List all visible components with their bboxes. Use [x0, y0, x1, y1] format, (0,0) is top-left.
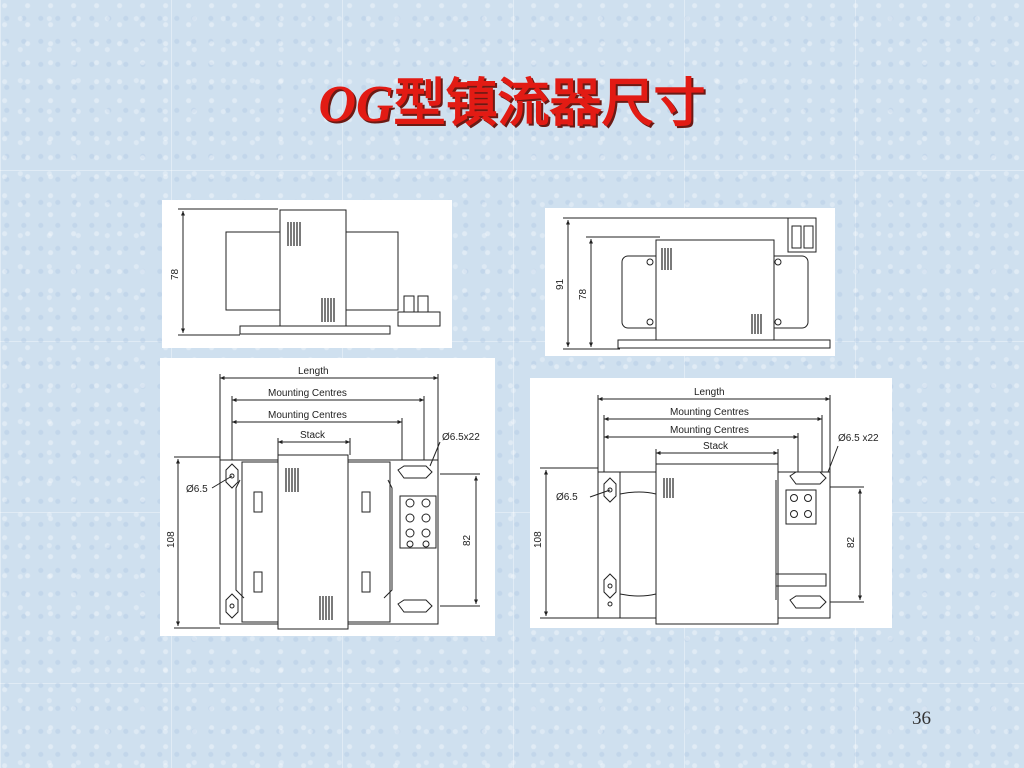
right-side-height-body-label: 78 — [578, 288, 589, 300]
right-stack-label: Stack — [703, 441, 729, 452]
page-number: 36 — [912, 708, 931, 729]
left-slot-label: Ø6.5x22 — [442, 432, 480, 443]
left-side-height-label: 78 — [170, 268, 181, 280]
right-side-view — [563, 217, 831, 350]
left-plan-centres-label: 82 — [462, 534, 473, 546]
left-plan-height-label: 108 — [166, 531, 177, 548]
title-model: OG — [318, 76, 394, 133]
right-mounting-centres-label-2: Mounting Centres — [670, 425, 749, 436]
right-plan-height-label: 108 — [533, 531, 544, 548]
left-side-view — [178, 208, 441, 336]
right-hole-label: Ø6.5 — [556, 492, 578, 503]
slide-title: OG型镇流器尺寸 — [0, 78, 1024, 131]
left-mounting-centres-label-1: Mounting Centres — [268, 388, 347, 399]
right-slot-label: Ø6.5 x22 — [838, 433, 879, 444]
left-plan-view — [174, 374, 480, 630]
left-mounting-centres-label-2: Mounting Centres — [268, 410, 347, 421]
right-mounting-centres-label-1: Mounting Centres — [670, 407, 749, 418]
right-length-label: Length — [694, 387, 725, 398]
left-hole-label: Ø6.5 — [186, 484, 208, 495]
right-plan-view — [540, 395, 864, 625]
left-length-label: Length — [298, 366, 329, 377]
right-plan-centres-label: 82 — [846, 536, 857, 548]
right-side-height-total-label: 91 — [555, 278, 566, 290]
title-text: 型镇流器尺寸 — [393, 74, 706, 134]
left-stack-label: Stack — [300, 430, 326, 441]
